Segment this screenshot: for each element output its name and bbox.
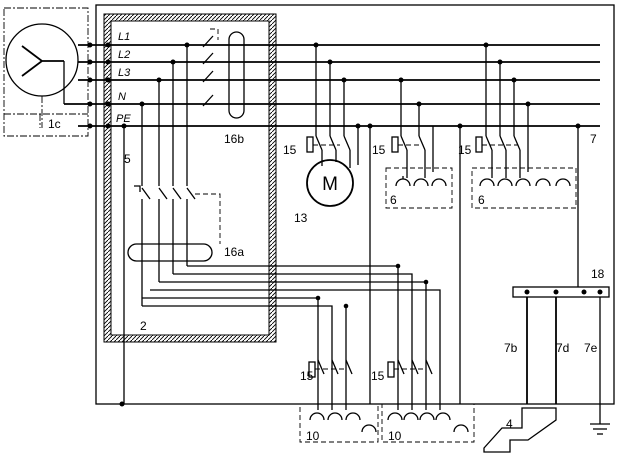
- label-13: 13: [294, 211, 308, 225]
- label-16a: 16a: [224, 245, 244, 259]
- label-l1: L1: [118, 31, 130, 43]
- label-15-d10b: 15: [371, 369, 385, 383]
- terminal-dots: [87, 42, 581, 407]
- generator-box: [3, 7, 89, 137]
- building-enclosure: [95, 4, 615, 405]
- label-7e: 7e: [584, 341, 598, 355]
- label-7d: 7d: [556, 341, 569, 355]
- label-6-left: 6: [390, 193, 397, 207]
- earthing-bar: [483, 286, 610, 453]
- label-16b: 16b: [224, 132, 244, 146]
- label-7b: 7b: [504, 341, 518, 355]
- label-1c: 1c: [48, 117, 61, 131]
- motor-label: M: [322, 174, 338, 195]
- label-pe: PE: [116, 113, 131, 125]
- distribution-10-left: [299, 359, 379, 443]
- label-15-d10a: 15: [300, 369, 314, 383]
- distribution-10-right: [381, 359, 475, 443]
- feeder-cables: [141, 263, 441, 410]
- label-6-right: 6: [478, 193, 485, 207]
- label-5: 5: [124, 152, 131, 166]
- busbars: [63, 44, 600, 127]
- generator-symbol: [5, 23, 79, 97]
- label-l3: L3: [118, 67, 131, 79]
- motor: [306, 159, 354, 207]
- label-18: 18: [591, 267, 605, 281]
- label-10-right: 10: [388, 429, 402, 443]
- label-15-motor: 15: [283, 143, 297, 157]
- switch-16a: [127, 185, 221, 298]
- label-10-left: 10: [306, 429, 320, 443]
- distribution-board: [103, 13, 277, 343]
- label-15-s6a: 15: [372, 143, 386, 157]
- main-switch-16b: [202, 28, 245, 119]
- motor-circuit: [306, 45, 371, 404]
- board-feeders: [123, 45, 188, 404]
- label-4: 4: [506, 417, 513, 431]
- label-2: 2: [140, 319, 147, 333]
- socket-group-6-left: [385, 80, 453, 209]
- label-15-s6b: 15: [458, 143, 472, 157]
- label-n: N: [118, 91, 126, 103]
- socket-group-6-right: [459, 45, 579, 404]
- label-7: 7: [590, 132, 597, 146]
- label-l2: L2: [118, 49, 130, 61]
